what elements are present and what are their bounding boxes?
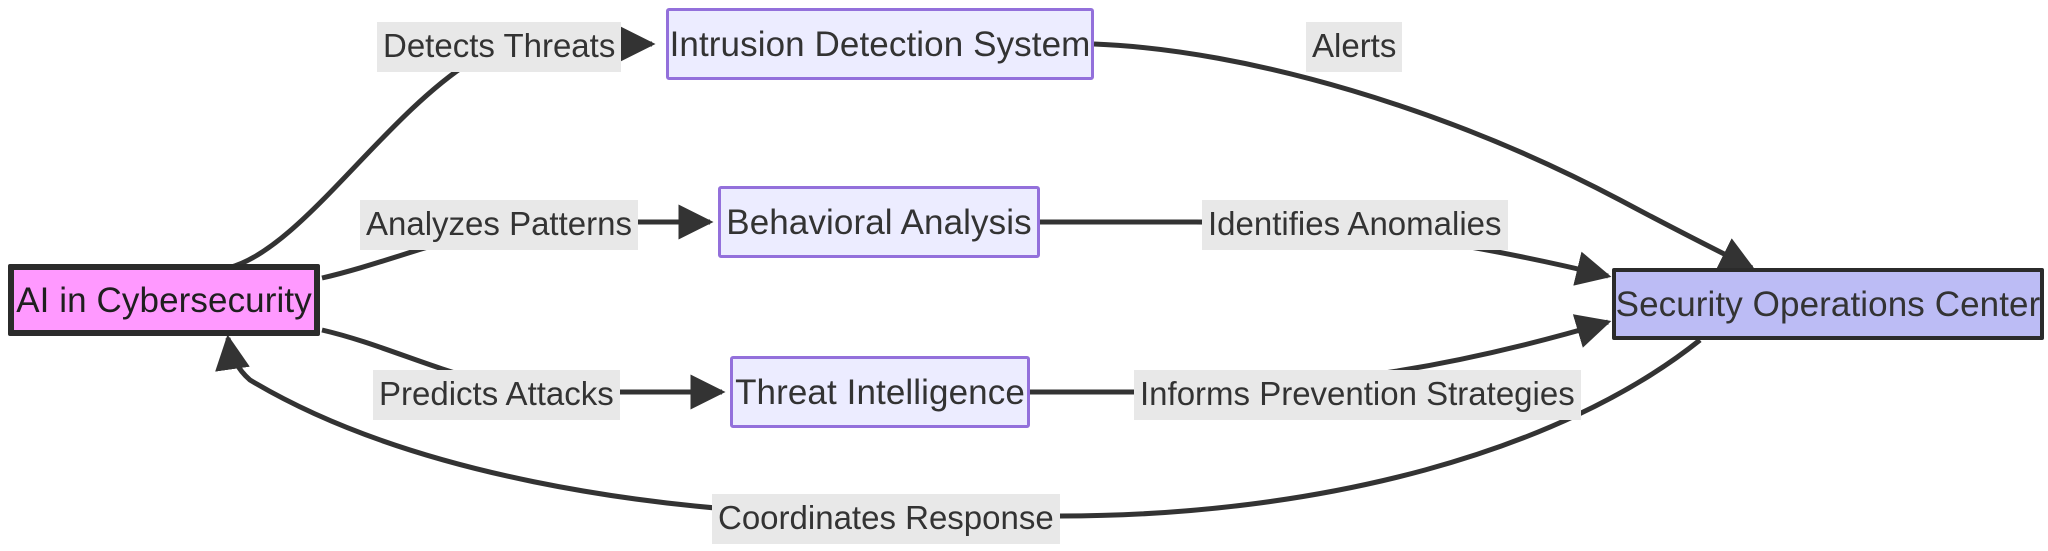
node-label: Intrusion Detection System [669,24,1091,64]
node-label: Security Operations Center [1615,284,2041,324]
edge-label-informs-prevention-strategies: Informs Prevention Strategies [1134,370,1581,420]
node-threat-intelligence[interactable]: Threat Intelligence [730,356,1030,428]
node-label: AI in Cybersecurity [16,280,312,320]
node-security-operations-center[interactable]: Security Operations Center [1612,268,2044,340]
node-label: Behavioral Analysis [726,202,1032,242]
edge-ids-to-soc [1093,41,1756,271]
edge-label-predicts-attacks: Predicts Attacks [373,370,620,420]
node-behavioral-analysis[interactable]: Behavioral Analysis [718,186,1040,258]
edge-label-alerts: Alerts [1306,22,1403,72]
node-label: Threat Intelligence [735,372,1025,412]
node-intrusion-detection-system[interactable]: Intrusion Detection System [666,8,1094,80]
edge-label-detects-threats: Detects Threats [377,22,622,72]
edge-label-analyzes-patterns: Analyzes Patterns [360,200,638,250]
node-ai-in-cybersecurity[interactable]: AI in Cybersecurity [8,264,320,336]
edge-label-coordinates-response: Coordinates Response [712,494,1060,544]
edge-label-identifies-anomalies: Identifies Anomalies [1202,200,1508,250]
